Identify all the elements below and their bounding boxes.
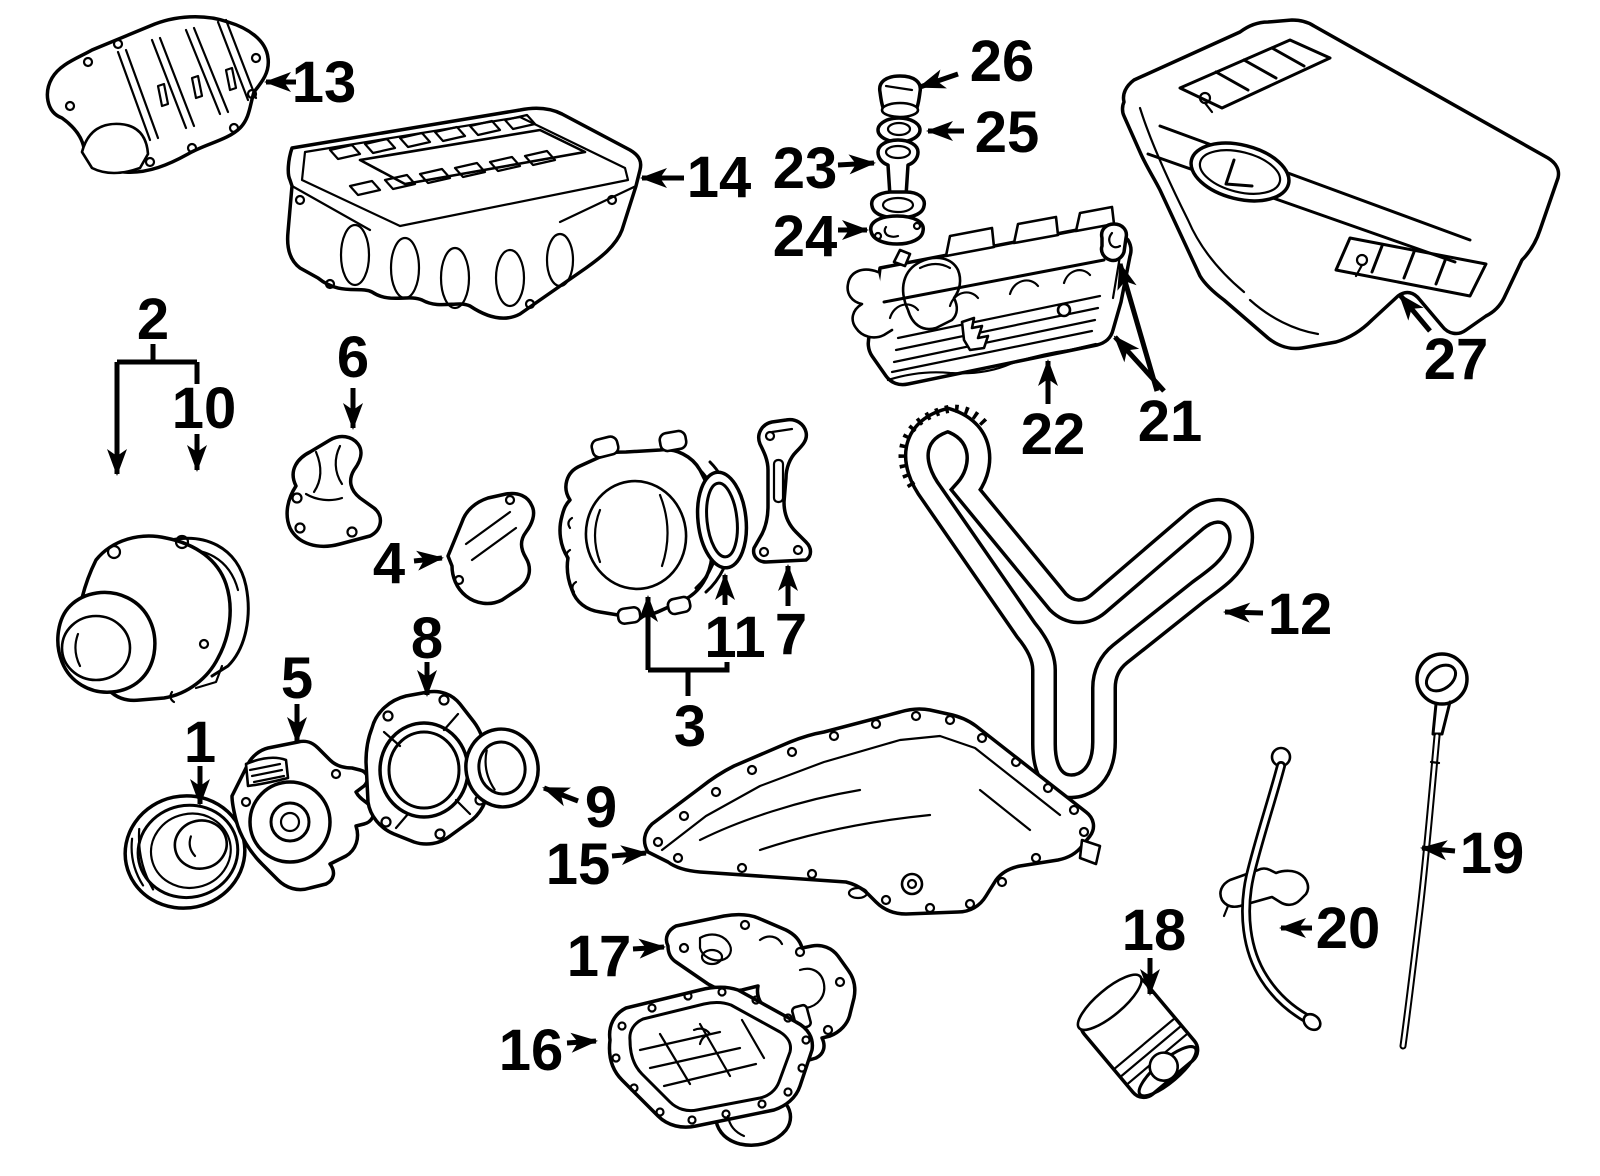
callout-23[interactable]: 23: [773, 136, 876, 201]
callout-26-label[interactable]: 26: [970, 29, 1035, 94]
callout-1-label[interactable]: 1: [184, 710, 216, 775]
part-oil-filter: [1076, 973, 1200, 1100]
callout-1[interactable]: 1: [184, 710, 216, 806]
callout-4-label[interactable]: 4: [373, 531, 405, 596]
callout-16[interactable]: 16: [499, 1018, 598, 1083]
callout-12-arrow: [1223, 602, 1264, 623]
part-engine-cover: [1120, 18, 1561, 351]
callout-4[interactable]: 4: [373, 531, 444, 596]
callout-15[interactable]: 15: [546, 832, 648, 897]
callout-26[interactable]: 26: [918, 29, 1035, 94]
part-oil-pump-cover: [230, 739, 376, 892]
callout-21-label[interactable]: 21: [1138, 389, 1203, 454]
part-oil-pan-lower: [607, 985, 815, 1147]
part-dipstick-tube: [1219, 746, 1322, 1032]
callout-22-label[interactable]: 22: [1021, 402, 1086, 467]
callout-5[interactable]: 5: [281, 646, 313, 744]
callout-12-label[interactable]: 12: [1268, 582, 1333, 647]
callout-3-label[interactable]: 3: [674, 694, 706, 759]
callout-5-label[interactable]: 5: [281, 646, 313, 711]
part-dipstick: [1399, 652, 1469, 1050]
part-oil-pan-upper: [642, 707, 1102, 916]
callout-19-label[interactable]: 19: [1460, 821, 1525, 886]
callout-6[interactable]: 6: [337, 325, 369, 430]
callout-14-label[interactable]: 14: [687, 145, 752, 210]
callout-21-arrow-a: [1117, 262, 1160, 392]
callout-8-label[interactable]: 8: [411, 606, 443, 671]
part-filler-tube-gasket: [869, 214, 925, 246]
callout-14[interactable]: 14: [640, 145, 752, 210]
callout-17[interactable]: 17: [567, 924, 666, 989]
callout-9-arrow: [542, 785, 579, 807]
callout-19-arrow: [1420, 840, 1456, 861]
callout-4-arrow: [413, 550, 444, 571]
part-water-pump: [558, 429, 736, 625]
callout-7[interactable]: 7: [775, 564, 807, 667]
callout-9-label[interactable]: 9: [585, 775, 617, 840]
part-valve-cover: [846, 205, 1133, 387]
callout-24[interactable]: 24: [773, 204, 869, 269]
part-pump-seal-ring: [695, 470, 749, 570]
callout-25-label[interactable]: 25: [975, 100, 1040, 165]
callout-25[interactable]: 25: [926, 100, 1040, 165]
callout-19[interactable]: 19: [1420, 821, 1525, 886]
callout-20-label[interactable]: 20: [1316, 896, 1381, 961]
callout-8[interactable]: 8: [411, 606, 443, 697]
callout-17-label[interactable]: 17: [567, 924, 632, 989]
callout-11[interactable]: 11: [704, 573, 766, 670]
callout-2-bracket: [117, 344, 200, 384]
callout-27[interactable]: 27: [1398, 293, 1489, 392]
callout-26-arrow: [918, 69, 959, 90]
callout-3[interactable]: 3: [638, 595, 730, 759]
callout-13[interactable]: 13: [264, 50, 357, 115]
part-crank-seal: [464, 727, 540, 809]
callout-21-arrow-b: [1113, 335, 1166, 393]
callout-24-label[interactable]: 24: [773, 204, 838, 269]
callout-15-label[interactable]: 15: [546, 832, 611, 897]
callout-18-label[interactable]: 18: [1122, 898, 1187, 963]
callout-3-bracket: [648, 662, 730, 696]
part-timing-belt: [898, 404, 1255, 800]
part-intake-manifold-lower: [285, 106, 643, 320]
callout-17-arrow: [632, 938, 666, 959]
callout-10-label[interactable]: 10: [172, 376, 237, 441]
callout-23-arrow: [837, 154, 876, 175]
part-belt-cover-bracket: [285, 434, 383, 549]
part-pump-bracket: [751, 417, 813, 564]
callout-16-arrow: [566, 1032, 598, 1053]
callout-12[interactable]: 12: [1223, 582, 1333, 647]
part-intake-manifold-upper: [45, 15, 271, 175]
callout-13-label[interactable]: 13: [292, 50, 357, 115]
callout-18[interactable]: 18: [1122, 898, 1187, 996]
callout-7-label[interactable]: 7: [775, 602, 807, 667]
part-timing-cover-upper: [56, 534, 232, 704]
part-shield-plate: [446, 491, 536, 606]
callout-9[interactable]: 9: [542, 775, 617, 840]
part-oil-filler-cap: [877, 74, 923, 119]
callout-16-label[interactable]: 16: [499, 1018, 564, 1083]
part-oil-filler-tube: [869, 138, 927, 220]
callout-27-arrow: [1398, 293, 1432, 333]
part-valve-cover-grommet: [1099, 222, 1129, 263]
callout-11-label[interactable]: 11: [704, 605, 765, 670]
callout-15-arrow: [611, 845, 648, 866]
callout-21[interactable]: 21: [1113, 262, 1203, 454]
callout-27-label[interactable]: 27: [1424, 327, 1489, 392]
callout-2-label[interactable]: 2: [137, 287, 169, 352]
callout-23-label[interactable]: 23: [773, 136, 838, 201]
callout-20[interactable]: 20: [1279, 896, 1381, 961]
callout-6-label[interactable]: 6: [337, 325, 369, 390]
callout-22[interactable]: 22: [1021, 359, 1086, 467]
callout-2-10[interactable]: 2 10: [107, 287, 237, 476]
